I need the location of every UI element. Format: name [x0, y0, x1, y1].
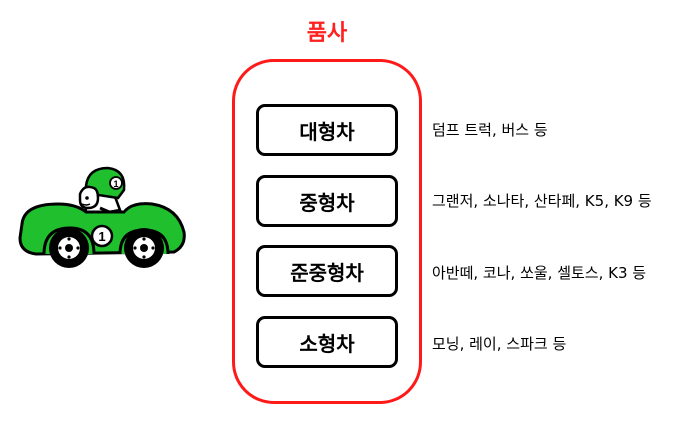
rear-wheel — [124, 228, 164, 268]
category-box-compact: 준중형차 — [256, 245, 398, 297]
category-box-medium: 중형차 — [256, 175, 398, 227]
car-number: 1 — [98, 229, 105, 244]
helmet-number: 1 — [113, 179, 118, 189]
category-examples-medium: 그랜저, 소나타, 산타페, K5, K9 등 — [432, 192, 652, 210]
race-car-icon: 1 1 — [18, 166, 186, 268]
category-box-small: 소형차 — [256, 316, 398, 368]
category-examples-large: 덤프 트럭, 버스 등 — [432, 121, 548, 139]
category-box-large: 대형차 — [256, 104, 398, 156]
category-group-frame — [232, 59, 422, 404]
category-examples-small: 모닝, 레이, 스파크 등 — [432, 335, 567, 353]
category-examples-compact: 아반떼, 코나, 쏘울, 셀토스, K3 등 — [432, 264, 647, 282]
diagram-title: 품사 — [306, 21, 348, 46]
front-wheel — [49, 228, 89, 268]
